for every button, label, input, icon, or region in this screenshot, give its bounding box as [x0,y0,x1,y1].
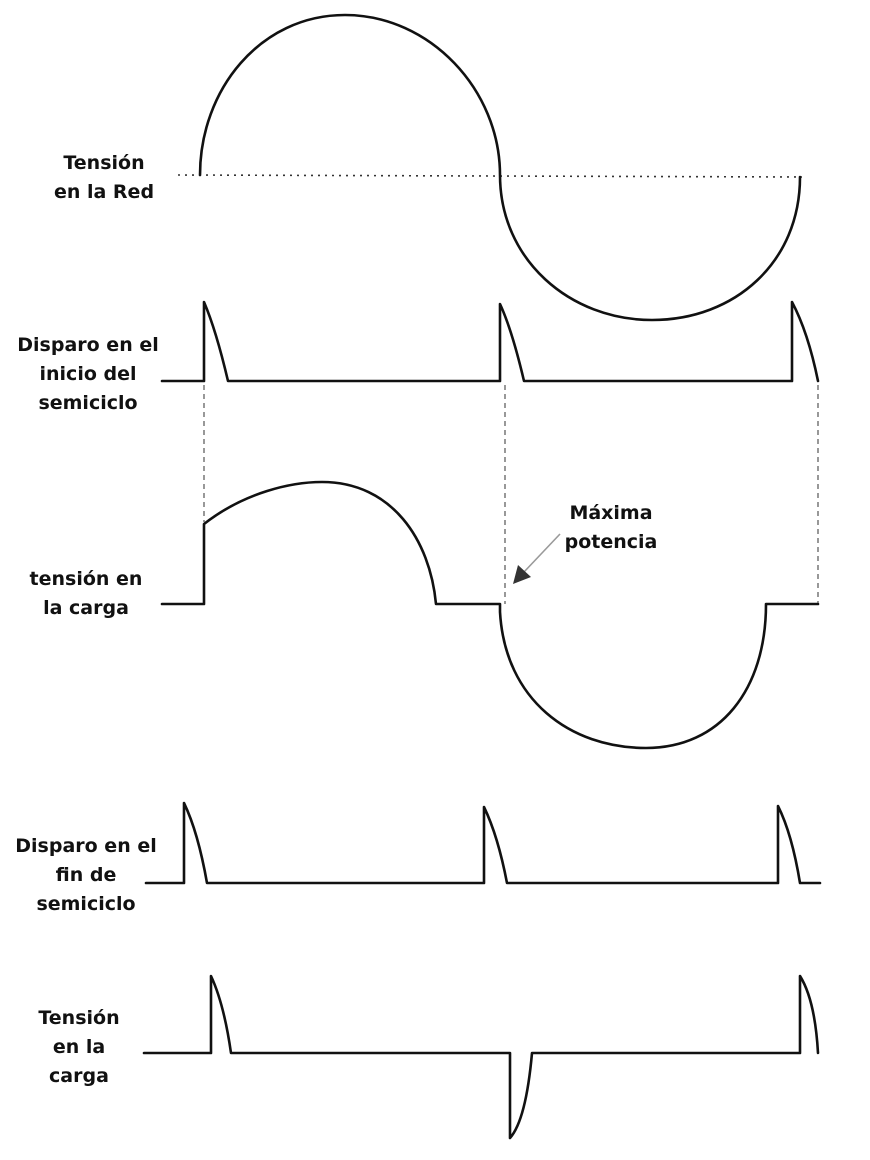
label-max-power-line-1: Máxima [569,502,652,524]
label-trigger-start-line-2: inicio del [40,363,137,385]
load-voltage-end-wave [142,974,820,1140]
label-mains-line-1: Tensión [63,152,144,174]
trigger-start-pulses [160,300,820,383]
label-trigger-end-line-2: fin de [56,864,117,886]
label-load-end-line-3: carga [49,1065,109,1087]
label-load-start-line-2: la carga [43,597,129,619]
label-trigger-start-line-3: semiciclo [38,392,137,414]
label-load-voltage-end: Tensión en la carga [38,1007,119,1087]
label-load-start-line-1: tensión en [30,568,143,590]
label-max-power-line-2: potencia [565,531,658,553]
label-load-end-line-1: Tensión [38,1007,119,1029]
mains-zero-line [177,174,803,178]
label-mains-line-2: en la Red [54,181,154,203]
label-trigger-end: Disparo en el fin de semiciclo [15,835,156,915]
label-trigger-start-line-1: Disparo en el [17,334,158,356]
label-max-power: Máxima potencia [565,502,658,553]
label-load-voltage-start: tensión en la carga [30,568,143,619]
load-voltage-start-wave [160,480,820,750]
label-mains-voltage: Tensión en la Red [54,152,154,203]
label-trigger-end-line-1: Disparo en el [15,835,156,857]
label-load-end-line-2: en la [53,1036,105,1058]
trigger-end-pulses [144,801,822,885]
mains-sine-wave [198,13,802,322]
max-power-arrow-shaft [523,533,561,573]
label-trigger-start: Disparo en el inicio del semiciclo [17,334,158,414]
label-trigger-end-line-3: semiciclo [36,893,135,915]
max-power-arrow-head [513,565,531,584]
